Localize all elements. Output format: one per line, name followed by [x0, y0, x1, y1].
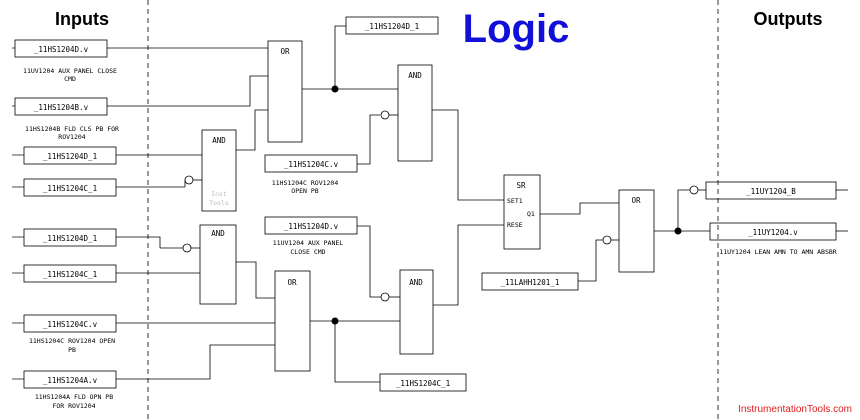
junction-dot-or2	[331, 317, 339, 325]
gate-or2-label: OR	[287, 278, 297, 287]
input-in6: _11HS1204C_1	[12, 264, 117, 283]
logic-tag-d-mid-desc1: 11UV1204 AUX PANEL	[273, 239, 344, 247]
logic-tag-c-mid-label: _11HS1204C.v	[284, 160, 339, 169]
gate-sr-set: SET1	[507, 197, 523, 205]
input-in7: _11HS1204C.v 11HS1204C ROV1204 OPEN PB	[12, 314, 117, 354]
gate-watermark-tools: Tools	[209, 199, 229, 207]
gate-or1: OR	[267, 40, 303, 143]
input-in5-tag: _11HS1204D_1	[43, 234, 97, 243]
input-in5: _11HS1204D_1	[12, 228, 117, 247]
logic-tag-d-mid-desc2: CLOSE CMD	[290, 248, 325, 256]
gate-or2: OR	[274, 270, 311, 372]
logic-tag-lahh: _11LAHH1201_1	[481, 272, 579, 291]
input-in7-desc2: PB	[68, 346, 76, 354]
output-out2-desc: 11UY1204 LEAN AMN TO AMN ABSBR	[719, 248, 836, 256]
input-in1-desc1: 11UV1204 AUX PANEL CLOSE	[23, 67, 117, 75]
gate-watermark-inst: Inst	[211, 190, 227, 198]
gate-and4-label: AND	[409, 278, 423, 287]
input-in8-desc2: FOR ROV1204	[52, 402, 95, 410]
input-in8-tag: _11HS1204A.v	[43, 376, 98, 385]
gate-sr: SR SET1 Q1 RESE	[503, 174, 541, 250]
gate-or1-label: OR	[280, 47, 290, 56]
inputs-header: Inputs	[55, 9, 109, 29]
logic-tag-d-mid-label: _11HS1204D.v	[284, 222, 339, 231]
input-in6-tag: _11HS1204C_1	[43, 270, 97, 279]
gate-or3: OR	[618, 189, 655, 273]
input-in4: _11HS1204C_1	[12, 178, 117, 197]
input-in3-tag: _11HS1204D_1	[43, 152, 97, 161]
output-out2: _11UY1204.v 11UY1204 LEAN AMN TO AMN ABS…	[709, 222, 837, 256]
input-in8-desc1: 11HS1204A FLD OPN PB	[35, 393, 113, 401]
logic-tag-c-mid-desc2: OPEN PB	[291, 187, 318, 195]
input-in7-tag: _11HS1204C.v	[43, 320, 98, 329]
logic-tag-c-bot-label: _11HS1204C_1	[396, 379, 450, 388]
wires	[107, 25, 848, 383]
input-in1: _11HS1204D.v 11UV1204 AUX PANEL CLOSE CM…	[12, 39, 117, 83]
gate-or3-label: OR	[631, 196, 641, 205]
gate-and1-label: AND	[408, 71, 422, 80]
gate-and1: AND	[397, 64, 433, 162]
logic-tag-c-bot: _11HS1204C_1	[379, 373, 467, 392]
output-out1: _11UY1204_B	[705, 181, 837, 200]
input-in2: _11HS1204B.v 11HS1204B FLD CLS PB FOR RO…	[12, 97, 119, 141]
gate-sr-label: SR	[516, 181, 526, 190]
input-in2-desc1: 11HS1204B FLD CLS PB FOR	[25, 125, 119, 133]
input-in2-tag: _11HS1204B.v	[34, 103, 89, 112]
input-in1-desc2: CMD	[64, 75, 76, 83]
input-in4-tag: _11HS1204C_1	[43, 184, 97, 193]
gate-sr-q: Q1	[527, 210, 535, 218]
logic-tag-d-top-label: _11HS1204D_1	[365, 22, 419, 31]
site-watermark: InstrumentationTools.com	[738, 404, 852, 415]
logic-tag-lahh-label: _11LAHH1201_1	[501, 278, 560, 287]
input-in3: _11HS1204D_1	[12, 146, 117, 165]
gate-and3-label: AND	[211, 229, 225, 238]
logic-tag-c-mid: _11HS1204C.v 11HS1204C ROV1204 OPEN PB	[264, 154, 358, 195]
logic-tag-d-mid: _11HS1204D.v 11UV1204 AUX PANEL CLOSE CM…	[264, 216, 358, 256]
outputs-header: Outputs	[754, 9, 823, 29]
junction-dot-or3	[674, 227, 682, 235]
logic-tag-c-mid-desc1: 11HS1204C ROV1204	[272, 179, 339, 187]
logic-header: Logic	[463, 7, 570, 51]
gate-and2-label: AND	[212, 136, 226, 145]
gate-sr-reset: RESE	[507, 221, 523, 229]
input-in7-desc1: 11HS1204C ROV1204 OPEN	[29, 337, 115, 345]
output-out1-tag: _11UY1204_B	[746, 187, 796, 196]
output-out2-tag: _11UY1204.v	[748, 228, 798, 237]
logic-tag-d-top: _11HS1204D_1	[345, 16, 439, 35]
input-in8: _11HS1204A.v 11HS1204A FLD OPN PB FOR RO…	[12, 370, 117, 410]
input-in2-desc2: ROV1204	[58, 133, 85, 141]
junction-dot-or1	[331, 85, 339, 93]
input-in1-tag: _11HS1204D.v	[34, 45, 89, 54]
gate-and3: AND	[199, 224, 237, 305]
gate-and2: AND Inst Tools	[201, 129, 237, 212]
gate-and4: AND	[399, 269, 434, 355]
